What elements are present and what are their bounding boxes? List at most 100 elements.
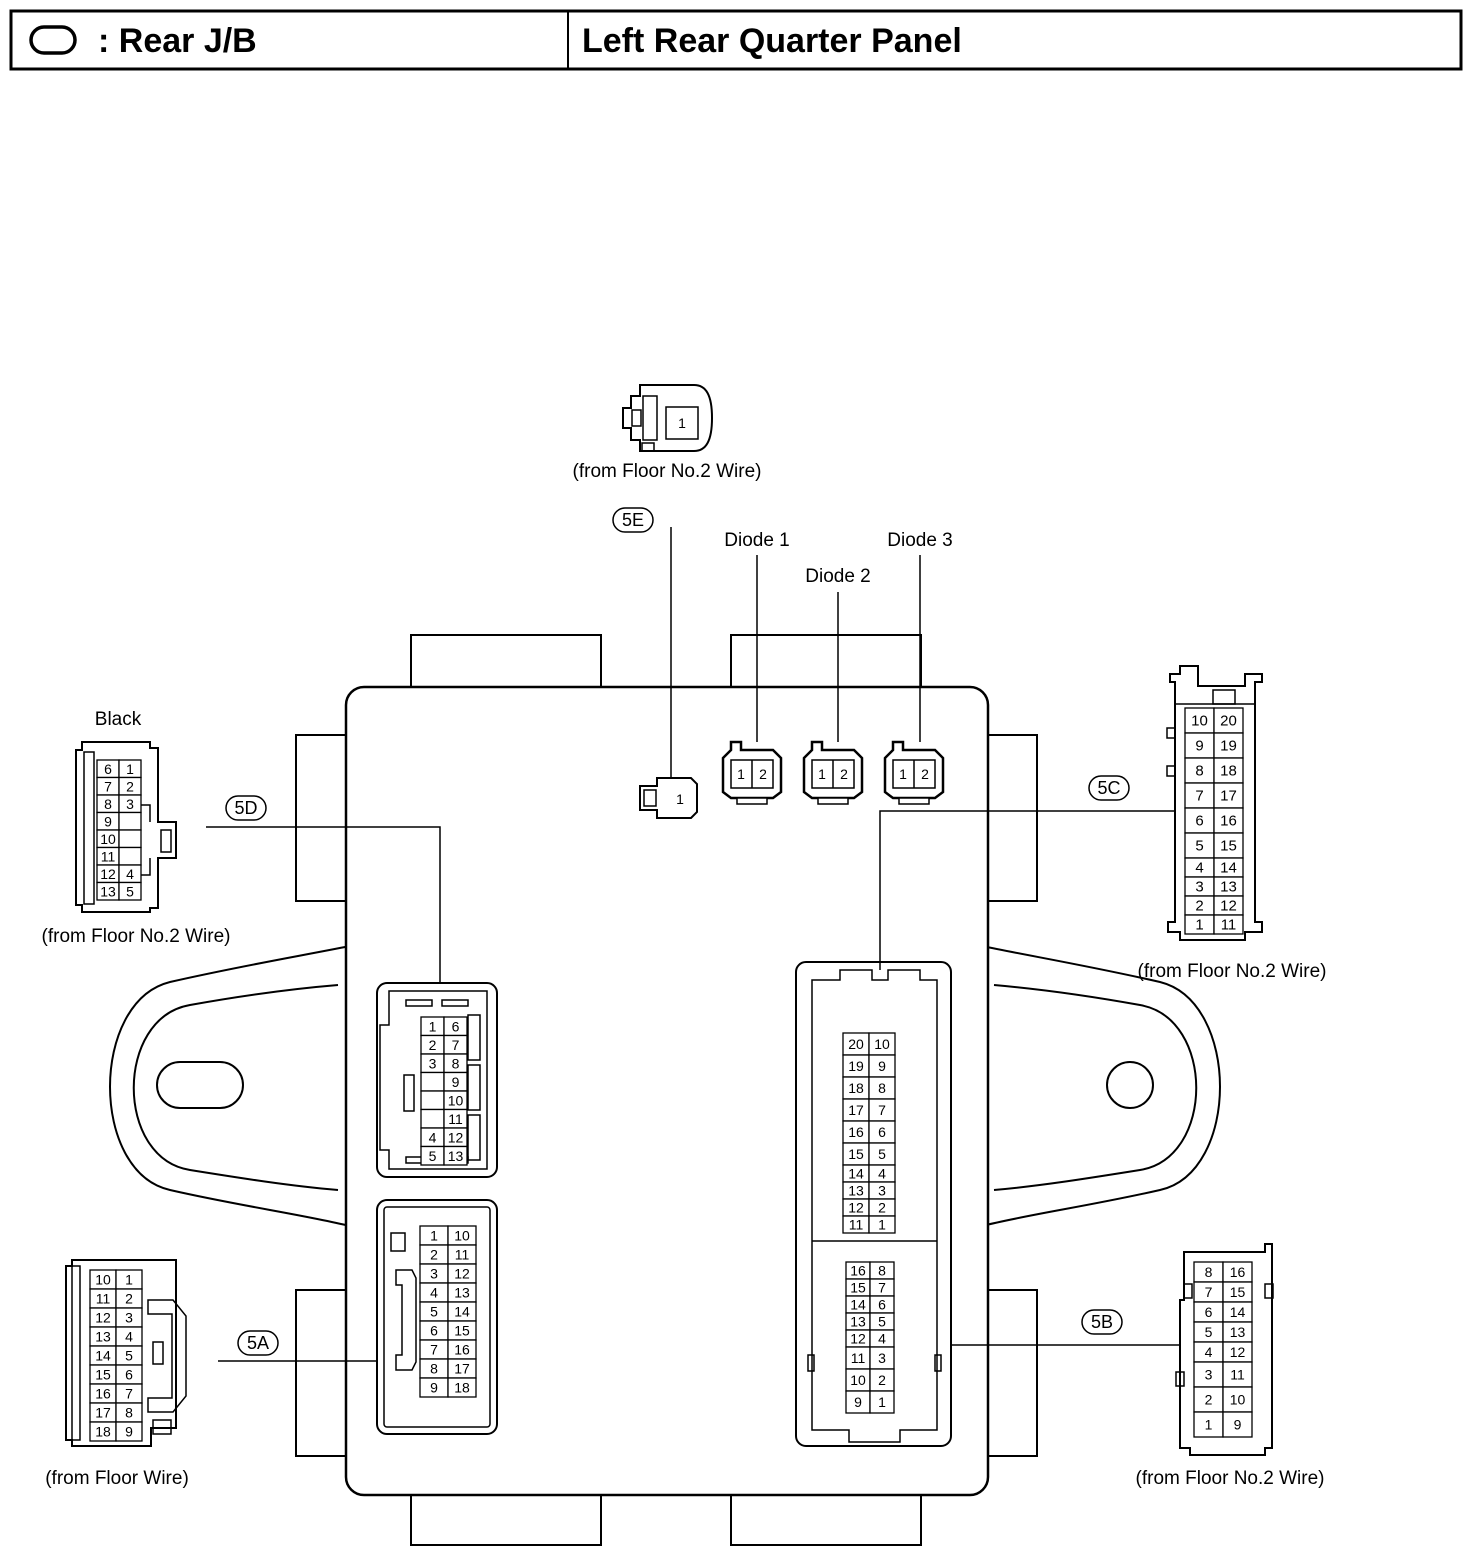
connector-5b-pin-label: 5 bbox=[1205, 1324, 1213, 1340]
socket-5a-pin-cell bbox=[447, 1377, 477, 1398]
socket-5c-pin-label: 17 bbox=[848, 1102, 864, 1118]
rounded-rectangle-icon bbox=[29, 25, 77, 55]
connector-5c-pin-cell bbox=[1184, 707, 1215, 734]
socket-5b-pin-label: 3 bbox=[878, 1350, 886, 1366]
left-mounting-slot bbox=[156, 1061, 244, 1109]
connector-5c-pin-label: 4 bbox=[1195, 860, 1203, 877]
connector-5b-pin-label: 7 bbox=[1205, 1284, 1213, 1300]
connector-5c-pin-label: 11 bbox=[1221, 917, 1237, 934]
socket-5a-pin-label: 2 bbox=[430, 1247, 438, 1263]
connector-5b-pin-cell bbox=[1222, 1386, 1253, 1413]
socket-5d-pin-label: 6 bbox=[452, 1018, 460, 1034]
connector-5c-pin-label: 20 bbox=[1220, 713, 1237, 730]
socket-5d-pin-cell bbox=[420, 1071, 445, 1092]
connector-5b-pin-label: 10 bbox=[1230, 1392, 1246, 1408]
connector-5d-pin-label: 4 bbox=[126, 866, 134, 882]
socket-5d-pin-label: 9 bbox=[452, 1074, 460, 1090]
connector-5b-pin-cell bbox=[1193, 1411, 1224, 1438]
socket-5c-pin-label: 20 bbox=[848, 1036, 864, 1052]
connector-5a-pin-label: 3 bbox=[125, 1310, 133, 1326]
diode-3-label: Diode 3 bbox=[887, 530, 953, 551]
connector-5a-pin-label: 11 bbox=[96, 1291, 111, 1307]
connector-5c-pin-cell bbox=[1184, 832, 1215, 859]
diode-1-pin-label: 1 bbox=[737, 766, 745, 782]
socket-5d-pin-cell bbox=[420, 1090, 445, 1111]
connector-5c-pin-cell bbox=[1213, 732, 1244, 759]
connector-5a-pin-label: 5 bbox=[125, 1348, 133, 1364]
socket-5b-pin-label: 12 bbox=[850, 1331, 866, 1347]
connector-5a-pin-label: 8 bbox=[125, 1405, 133, 1421]
connector-5b-source: (from Floor No.2 Wire) bbox=[1136, 1468, 1325, 1489]
connector-5c-pin-label: 9 bbox=[1195, 738, 1203, 755]
socket-5a-pin-label: 11 bbox=[455, 1247, 470, 1263]
page-title: : Rear J/B bbox=[98, 22, 257, 60]
socket-5b-pin-label: 14 bbox=[850, 1297, 866, 1313]
socket-5c-pin-label: 11 bbox=[849, 1217, 864, 1233]
socket-5c-pin-label: 13 bbox=[848, 1183, 864, 1199]
connector-5d-pin-label: 13 bbox=[100, 883, 116, 899]
socket-5b-pin-label: 15 bbox=[850, 1280, 866, 1296]
connector-5c-pin-label: 18 bbox=[1220, 763, 1237, 780]
header-bar: : Rear J/B Left Rear Quarter Panel bbox=[9, 9, 1463, 71]
socket-5a-pin-label: 9 bbox=[430, 1380, 438, 1396]
connector-5b-pin-label: 1 bbox=[1205, 1417, 1213, 1433]
callout-5b: 5B bbox=[1081, 1309, 1123, 1335]
connector-5a-pin-label: 18 bbox=[95, 1424, 111, 1440]
connector-5c-pin-label: 10 bbox=[1191, 713, 1208, 730]
connector-5c-pin-label: 19 bbox=[1220, 738, 1237, 755]
connector-5a-pin-label: 13 bbox=[95, 1329, 111, 1345]
socket-5b-pin-label: 5 bbox=[878, 1314, 886, 1330]
connector-5b-pin-label: 13 bbox=[1230, 1324, 1246, 1340]
socket-5c-pin-cell bbox=[868, 1215, 896, 1234]
connector-5c-pin-label: 6 bbox=[1195, 813, 1203, 830]
connector-5c-pin-label: 5 bbox=[1195, 838, 1203, 855]
socket-5b-pin-cell bbox=[869, 1390, 895, 1414]
socket-5c-pin-label: 16 bbox=[848, 1124, 864, 1140]
socket-5b-pin-label: 4 bbox=[878, 1331, 886, 1347]
connector-5c-pin-cell bbox=[1184, 757, 1215, 784]
connector-5a-pin-label: 15 bbox=[95, 1367, 111, 1383]
connector-5b-pin-cell bbox=[1222, 1361, 1253, 1388]
socket-5a-pin-label: 15 bbox=[454, 1323, 470, 1339]
connector-5d-pin-cell bbox=[118, 811, 142, 831]
connector-5d-pin-label: 11 bbox=[101, 848, 116, 864]
connector-5b-pin-label: 14 bbox=[1230, 1304, 1246, 1320]
connector-5a-pin-label: 16 bbox=[95, 1386, 111, 1402]
connector-5d-pin-label: 5 bbox=[126, 883, 134, 899]
socket-5c-pin-label: 2 bbox=[878, 1200, 886, 1216]
socket-5a-pin-label: 18 bbox=[454, 1380, 470, 1396]
connector-5a-pin-label: 1 bbox=[125, 1272, 133, 1288]
socket-5c-pin-label: 1 bbox=[878, 1217, 886, 1233]
socket-5d-pin-label: 8 bbox=[452, 1055, 460, 1071]
connector-5c-pin-label: 8 bbox=[1195, 763, 1203, 780]
connector-5b-pin-label: 2 bbox=[1205, 1392, 1213, 1408]
connector-5a-pin-label: 17 bbox=[95, 1405, 111, 1421]
connector-5c-source: (from Floor No.2 Wire) bbox=[1138, 961, 1327, 982]
diode-1-pin-label: 2 bbox=[759, 766, 767, 782]
connector-5d-pin-label: 7 bbox=[104, 778, 112, 794]
connector-5a-pin-label: 2 bbox=[125, 1291, 133, 1307]
socket-5c-pin-label: 10 bbox=[874, 1036, 890, 1052]
socket-5a-pin-label: 3 bbox=[430, 1266, 438, 1282]
connector-5b-pin-label: 16 bbox=[1230, 1264, 1246, 1280]
callout-5c: 5C bbox=[1088, 775, 1130, 801]
socket-5b-pin-label: 8 bbox=[878, 1263, 886, 1279]
socket-5c-pin-label: 9 bbox=[878, 1058, 886, 1074]
connector-5c-pin-label: 7 bbox=[1195, 788, 1203, 805]
socket-5c-pin-label: 3 bbox=[878, 1183, 886, 1199]
connector-5c-pin-cell bbox=[1213, 707, 1244, 734]
connector-5a-pin-label: 7 bbox=[125, 1386, 133, 1402]
connector-5a-pin-label: 14 bbox=[95, 1348, 111, 1364]
connector-5b-pin-label: 6 bbox=[1205, 1304, 1213, 1320]
socket-5c-pin-label: 12 bbox=[848, 1200, 864, 1216]
connector-5c-pin-label: 16 bbox=[1220, 813, 1237, 830]
socket-5d-pin-cell bbox=[443, 1145, 468, 1166]
socket-5b-pin-label: 6 bbox=[878, 1297, 886, 1313]
socket-5d-pin-label: 13 bbox=[448, 1148, 464, 1164]
